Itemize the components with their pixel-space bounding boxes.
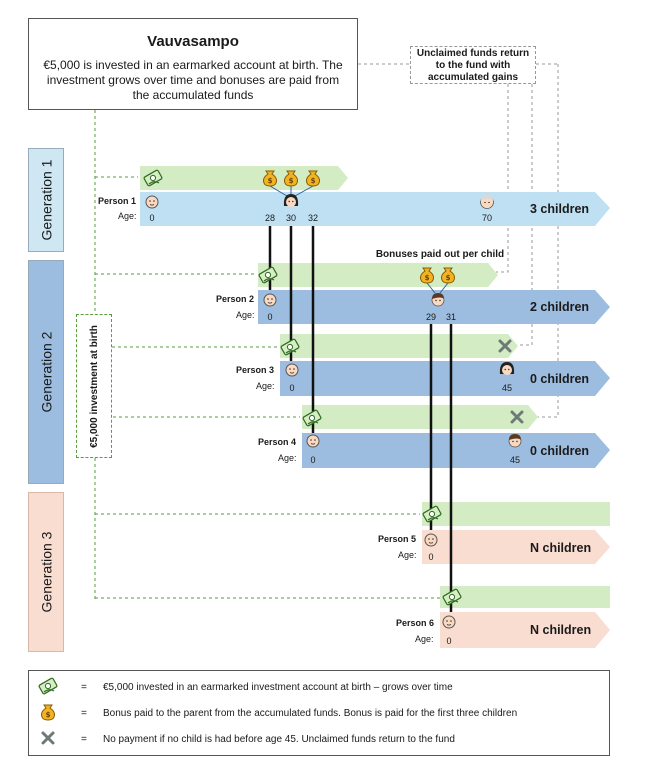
children-count: N children — [530, 541, 592, 555]
age-value: 0 — [310, 455, 316, 465]
person-name: Person 1 — [97, 196, 136, 206]
person-name: Person 3 — [235, 365, 274, 375]
baby-icon — [424, 533, 438, 547]
life-bar-person3 — [280, 361, 610, 396]
generation-2-label: Generation 2 — [28, 260, 64, 484]
baby-icon — [263, 293, 277, 307]
life-bar-person4 — [302, 433, 610, 468]
baby-icon — [306, 434, 320, 448]
age-value: 28 — [264, 213, 275, 223]
age-value: 31 — [445, 312, 456, 322]
generation-1-label: Generation 1 — [28, 148, 64, 252]
age-value: 32 — [307, 213, 318, 223]
person-name: Person 4 — [257, 437, 296, 447]
life-bar-person5 — [422, 530, 610, 564]
baby-icon — [442, 615, 456, 629]
age-value: 0 — [428, 552, 434, 562]
unclaimed-return-lines — [358, 63, 559, 418]
age-value: 45 — [509, 455, 520, 465]
baby-icon — [145, 195, 159, 209]
age-value: 0 — [267, 312, 273, 322]
bonus-note: Bonuses paid out per child — [375, 249, 505, 260]
legend-equals: = — [81, 707, 87, 719]
legend-text: No payment if no child is had before age… — [103, 733, 455, 745]
legend-text: Bonus paid to the parent from the accumu… — [103, 707, 518, 719]
age-label: Age: — [236, 310, 255, 320]
age-value: 30 — [285, 213, 296, 223]
title-box: Vauvasampo €5,000 is invested in an earm… — [28, 18, 358, 110]
legend-text: €5,000 invested in an earmarked investme… — [103, 681, 453, 693]
legend: = €5,000 invested in an earmarked invest… — [28, 670, 610, 756]
age-value: 70 — [481, 213, 492, 223]
age-label: Age: — [256, 381, 275, 391]
age-value: 0 — [289, 383, 295, 393]
fund-bar-person2 — [258, 263, 498, 287]
age-value: 0 — [446, 636, 452, 646]
fund-bar-person5 — [422, 502, 610, 526]
person-name: Person 5 — [377, 534, 416, 544]
baby-icon — [285, 363, 299, 377]
person-name: Person 6 — [395, 618, 434, 628]
fund-bar-person6 — [440, 586, 610, 608]
investment-at-birth-label: €5,000 investment at birth — [76, 314, 112, 458]
investment-flow-lines — [94, 110, 440, 600]
life-bar-person6 — [440, 612, 610, 648]
generation-3-label: Generation 3 — [28, 492, 64, 652]
child-connectors — [268, 226, 453, 612]
elder-icon — [480, 193, 494, 209]
woman-icon — [499, 362, 515, 375]
person-name: Person 2 — [215, 294, 254, 304]
children-count: 0 children — [530, 372, 590, 386]
children-count: N children — [530, 623, 592, 637]
children-count: 3 children — [530, 202, 590, 216]
man-icon — [508, 433, 522, 448]
age-label: Age: — [415, 634, 434, 644]
legend-equals: = — [81, 733, 87, 745]
man-icon — [431, 292, 445, 307]
age-value: 0 — [149, 213, 155, 223]
children-count: 0 children — [530, 444, 590, 458]
age-value: 45 — [501, 383, 512, 393]
age-value: 29 — [425, 312, 436, 322]
life-bar-person2 — [258, 290, 610, 324]
age-label: Age: — [278, 453, 297, 463]
title-description: €5,000 is invested in an earmarked accou… — [43, 58, 343, 102]
children-count: 2 children — [530, 300, 590, 314]
age-label: Age: — [398, 550, 417, 560]
fund-bar-person3 — [280, 334, 518, 358]
legend-equals: = — [81, 681, 87, 693]
fund-bar-person4 — [302, 405, 538, 429]
bonus-arrows — [269, 185, 449, 294]
unclaimed-funds-note: Unclaimed funds return to the fund with … — [410, 46, 536, 84]
woman-icon — [283, 194, 299, 207]
page-title: Vauvasampo — [147, 33, 239, 50]
age-label: Age: — [118, 211, 137, 221]
